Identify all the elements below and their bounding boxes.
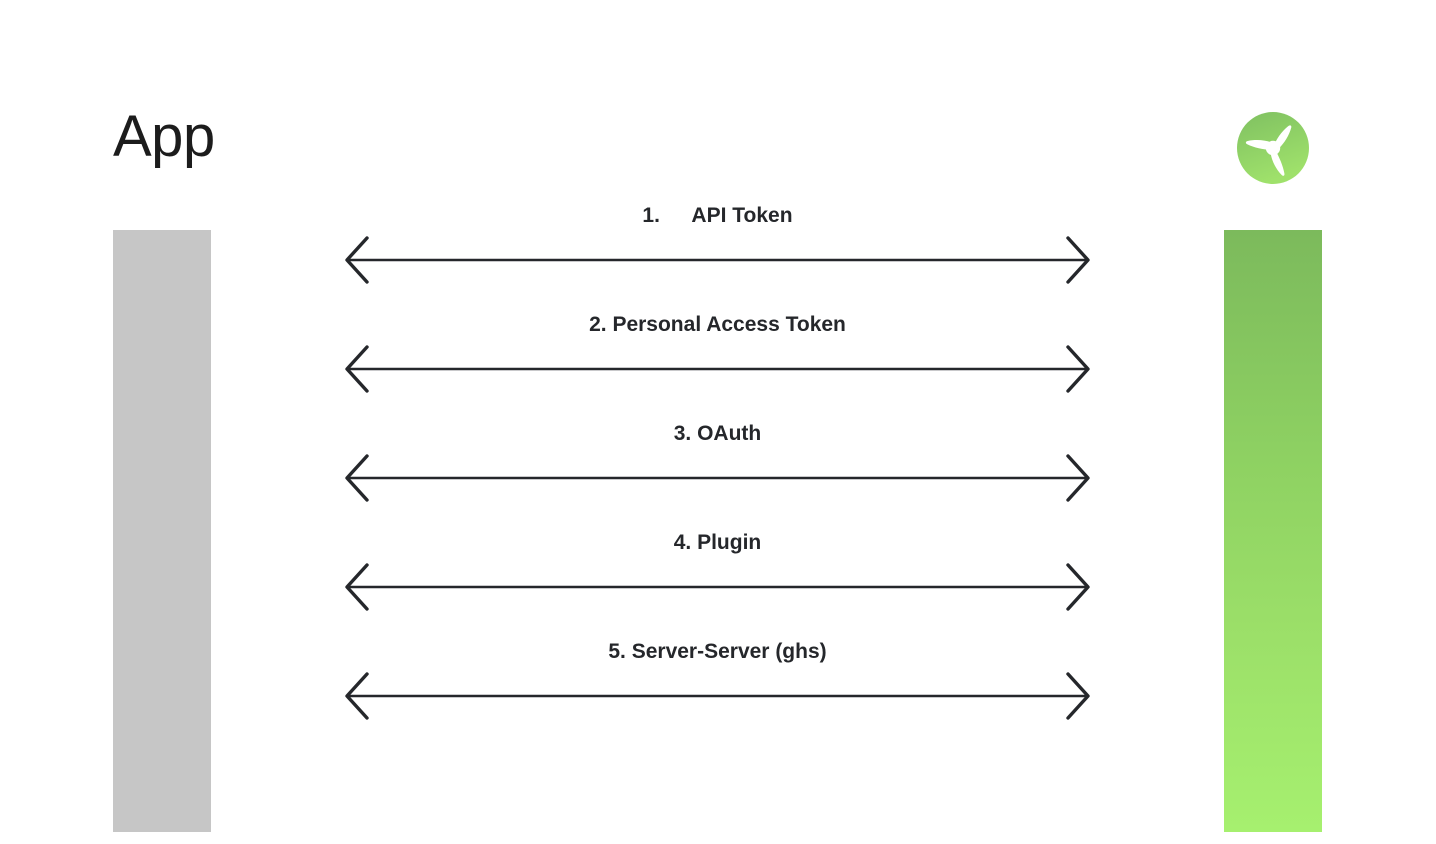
- bidirectional-arrow-icon: [345, 236, 1090, 284]
- message-row: 5. Server-Server (ghs): [345, 641, 1090, 721]
- message-row: 1. API Token: [345, 205, 1090, 285]
- left-actor-lifeline: [113, 230, 211, 832]
- bidirectional-arrow-icon: [345, 672, 1090, 720]
- right-actor-lifeline: [1224, 230, 1322, 832]
- message-label: 1. API Token: [642, 204, 793, 227]
- message-row: 4. Plugin: [345, 532, 1090, 612]
- bidirectional-arrow-icon: [345, 345, 1090, 393]
- message-label: 5. Server-Server (ghs): [608, 640, 827, 663]
- message-row: 3. OAuth: [345, 423, 1090, 503]
- message-label: 4. Plugin: [673, 531, 762, 554]
- propeller-logo-icon: [1236, 111, 1310, 185]
- bidirectional-arrow-icon: [345, 454, 1090, 502]
- message-row: 2. Personal Access Token: [345, 314, 1090, 394]
- message-label: 3. OAuth: [673, 422, 762, 445]
- left-actor-title: App: [113, 104, 215, 169]
- bidirectional-arrow-icon: [345, 563, 1090, 611]
- message-label: 2. Personal Access Token: [589, 313, 846, 336]
